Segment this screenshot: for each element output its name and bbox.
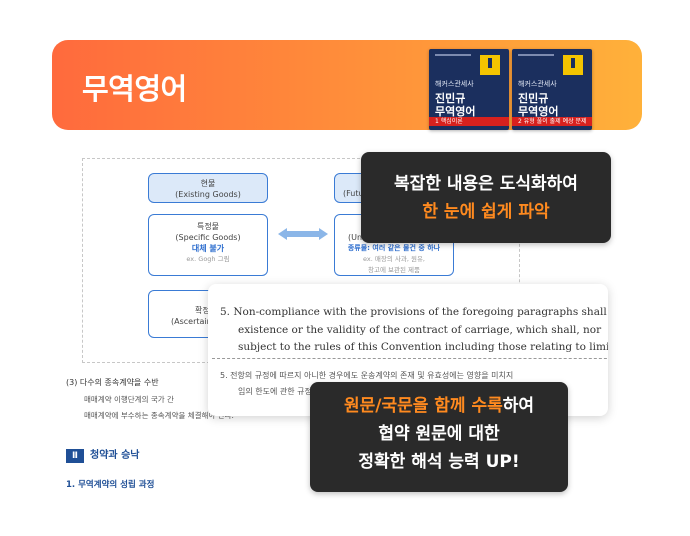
section-label: 청약과 승낙 bbox=[90, 450, 140, 461]
node-highlight: 대체 불가 bbox=[191, 244, 225, 253]
node-note: ex. 매장의 사과, 원유, bbox=[363, 255, 425, 263]
book-top-label bbox=[518, 54, 554, 56]
node-specific-goods: 특정물 (Specific Goods) 대체 불가 ex. Gogh 그림 bbox=[148, 214, 268, 276]
book-strip: 2 유형 풀이 출제 예상 문제 bbox=[512, 117, 592, 126]
callout-line: 하여 bbox=[502, 396, 535, 416]
node-note: ex. Gogh 그림 bbox=[186, 255, 230, 263]
doc-heading: (3) 다수의 종속계약을 수반 bbox=[66, 378, 159, 387]
callout-translation: 원문/국문을 함께 수록하여 협약 원문에 대한 정확한 해석 능력 UP! bbox=[310, 382, 568, 492]
english-line: existence or the validity of the contrac… bbox=[238, 324, 602, 336]
banner-title: 무역영어 bbox=[82, 72, 187, 106]
node-note: 창고에 보관된 제품 bbox=[368, 266, 420, 274]
callout-line: 협약 원문에 대한 bbox=[378, 424, 500, 444]
book-strip-label: 2 유형 풀이 출제 예상 문제 bbox=[518, 118, 587, 125]
callout-line: 복잡한 내용은 도식화하여 bbox=[394, 174, 578, 194]
callout-highlight: 원문/국문을 함께 수록 bbox=[343, 396, 503, 416]
node-subtitle: (Existing Goods) bbox=[175, 190, 241, 199]
doc-text: 매매계약 이행단계의 국가 간 bbox=[84, 395, 174, 404]
hackers-logo-icon bbox=[480, 55, 500, 75]
callout-highlight: 한 눈에 쉽게 파악 bbox=[422, 202, 550, 222]
book-author: 진민규 bbox=[435, 92, 466, 105]
english-line: subject to the rules of this Convention … bbox=[238, 341, 608, 353]
korean-translation-box bbox=[212, 358, 608, 416]
section-number: Ⅱ bbox=[66, 449, 84, 463]
node-existing-goods: 현물 (Existing Goods) bbox=[148, 173, 268, 203]
english-line: 5. Non-compliance with the provisions of… bbox=[220, 306, 608, 318]
callout-diagram: 복잡한 내용은 도식화하여 한 눈에 쉽게 파악 bbox=[361, 152, 611, 243]
book-series: 해커스관세사 bbox=[518, 80, 557, 88]
book-strip-label: 1 핵심이론 bbox=[435, 118, 463, 125]
book-cover-2: 해커스관세사 진민규 무역영어 2 유형 풀이 출제 예상 문제 bbox=[512, 49, 592, 130]
node-title: 현물 bbox=[200, 179, 216, 188]
node-subtitle: (Specific Goods) bbox=[175, 233, 241, 242]
korean-line: 5. 전항의 규정에 따르지 아니한 경우에도 운송계약의 존재 및 유효성에는… bbox=[220, 371, 514, 380]
node-title: 확정 bbox=[195, 306, 210, 315]
doc-text: 매매계약에 부수하는 종속계약을 체결해야 한다. bbox=[84, 411, 234, 420]
section-heading: Ⅱ 청약과 승낙 bbox=[66, 446, 139, 463]
double-arrow-icon bbox=[278, 228, 328, 240]
header-banner: 무역영어 해커스관세사 진민규 무역영어 1 핵심이론 해커스관세사 진민규 무… bbox=[52, 40, 642, 130]
book-subject: 무역영어 bbox=[518, 105, 559, 118]
hackers-logo-icon bbox=[563, 55, 583, 75]
node-highlight: 종류물: 여러 같은 물건 중 하나 bbox=[347, 244, 441, 252]
book-cover-1: 해커스관세사 진민규 무역영어 1 핵심이론 bbox=[429, 49, 509, 130]
book-author: 진민규 bbox=[518, 92, 549, 105]
node-subtitle: (Ascertain bbox=[171, 317, 212, 326]
node-title: 특정물 bbox=[196, 222, 220, 231]
book-strip: 1 핵심이론 bbox=[429, 117, 509, 126]
node-title: (Futu bbox=[343, 189, 364, 198]
book-series: 해커스관세사 bbox=[435, 80, 474, 88]
book-subject: 무역영어 bbox=[435, 105, 476, 118]
callout-line: 정확한 해석 능력 UP! bbox=[358, 452, 520, 472]
subsection-heading: 1. 무역계약의 성립 과정 bbox=[66, 480, 155, 490]
book-top-label bbox=[435, 54, 471, 56]
